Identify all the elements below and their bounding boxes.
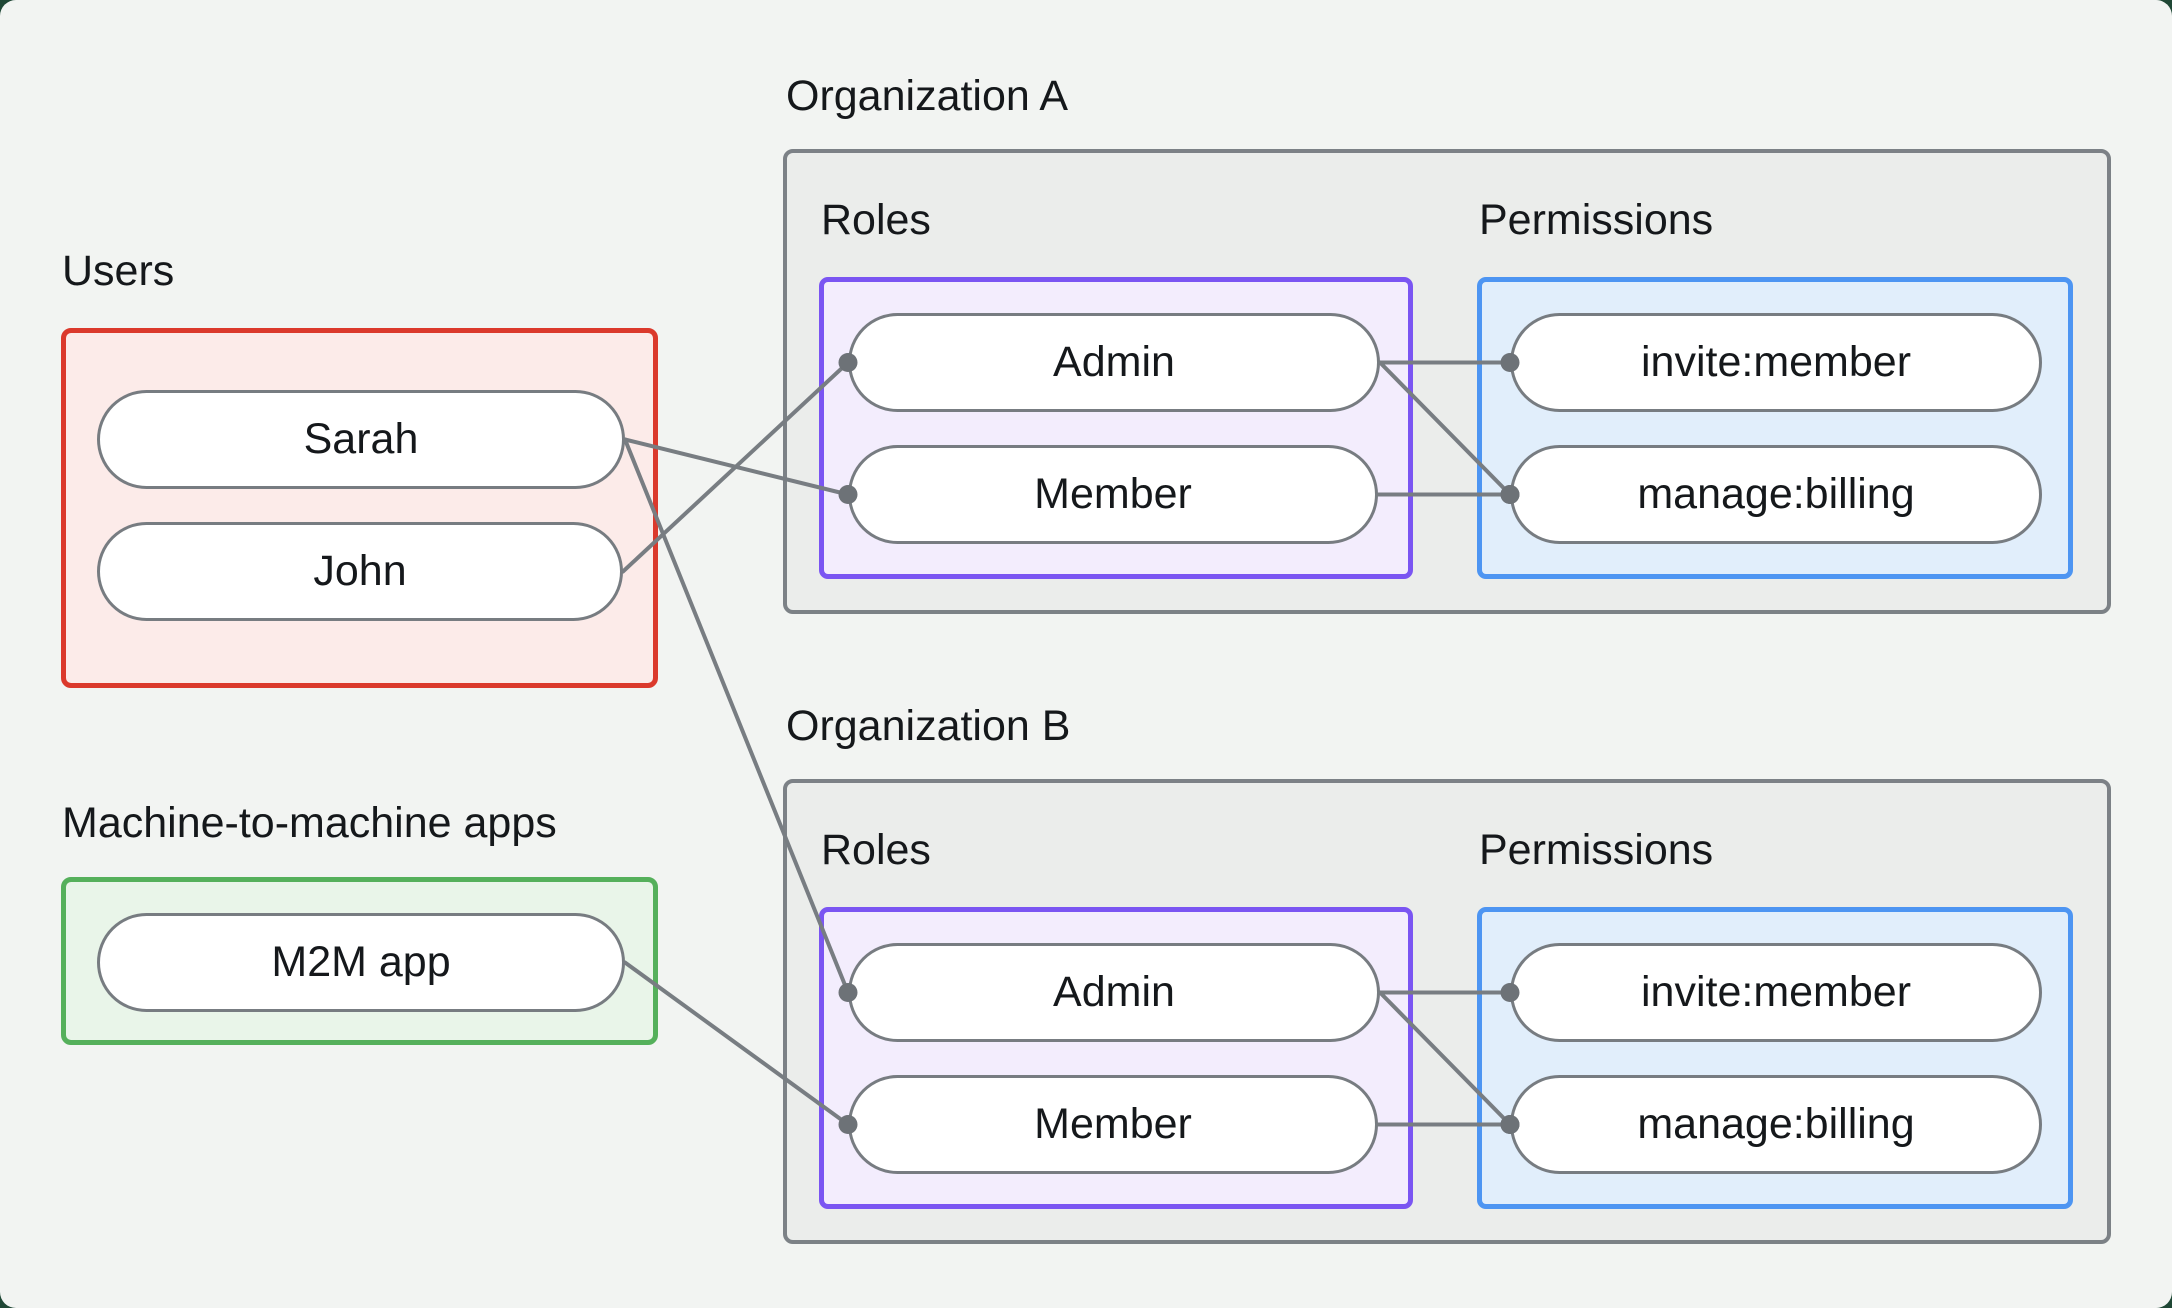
node-org-b-member: Member [848, 1075, 1378, 1174]
users-box [61, 328, 658, 688]
organization-a-title: Organization A [786, 72, 1069, 120]
node-m2m-app: M2M app [97, 913, 625, 1012]
organization-b-title: Organization B [786, 702, 1071, 750]
org-a-roles-label: Roles [821, 196, 931, 244]
users-label: Users [62, 247, 175, 295]
org-a-permissions-label: Permissions [1479, 196, 1714, 244]
node-org-a-member: Member [848, 445, 1378, 544]
node-org-b-manage-billing: manage:billing [1510, 1075, 2042, 1174]
node-sarah: Sarah [97, 390, 625, 489]
node-org-a-admin: Admin [848, 313, 1380, 412]
m2m-label: Machine-to-machine apps [62, 799, 557, 847]
node-org-a-invite-member: invite:member [1510, 313, 2042, 412]
node-john: John [97, 522, 623, 621]
node-org-b-admin: Admin [848, 943, 1380, 1042]
org-b-permissions-label: Permissions [1479, 826, 1714, 874]
node-org-a-manage-billing: manage:billing [1510, 445, 2042, 544]
org-b-roles-label: Roles [821, 826, 931, 874]
node-org-b-invite-member: invite:member [1510, 943, 2042, 1042]
